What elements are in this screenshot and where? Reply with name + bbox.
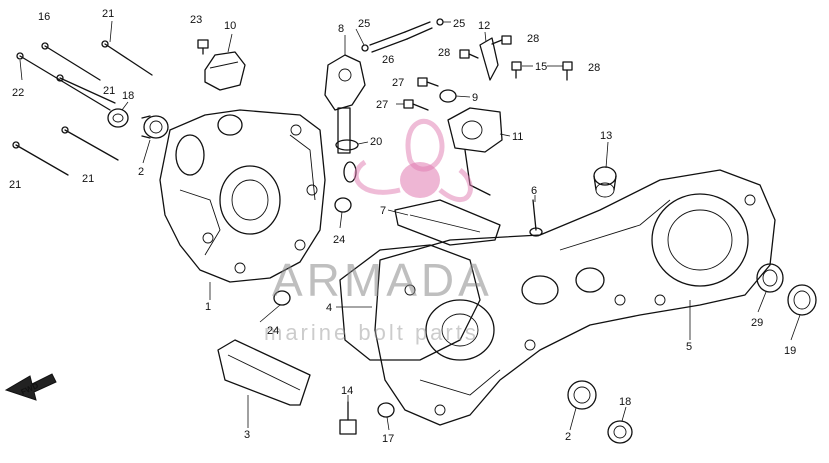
bolt-21-mid bbox=[56, 74, 116, 104]
bracket-12 bbox=[479, 37, 499, 81]
right-crankcase-half bbox=[374, 169, 776, 426]
callout-27-b: 27 bbox=[376, 99, 388, 111]
dowel-pin-24-upper bbox=[334, 197, 352, 213]
gasket-7 bbox=[394, 199, 501, 246]
callout-15: 15 bbox=[535, 61, 547, 73]
callout-26: 26 bbox=[382, 54, 394, 66]
bearing-18-upper bbox=[107, 108, 129, 128]
callout-29: 29 bbox=[751, 317, 763, 329]
washer-17 bbox=[377, 402, 395, 418]
watermark-subtitle: marine bolt parts bbox=[264, 320, 479, 345]
watermark-logo bbox=[353, 118, 473, 203]
pin-6 bbox=[529, 199, 543, 237]
fwd-arrow: FWD bbox=[4, 373, 57, 401]
callout-21-right: 21 bbox=[82, 173, 94, 185]
bushing-2-upper bbox=[141, 115, 169, 139]
callout-21-top: 21 bbox=[102, 8, 114, 20]
left-crankcase-half bbox=[159, 109, 326, 283]
bolt-27-b bbox=[403, 99, 429, 111]
callout-18-lower: 18 bbox=[619, 396, 631, 408]
bolt-21-left bbox=[12, 141, 69, 176]
callout-2-upper: 2 bbox=[138, 166, 144, 178]
callout-22: 22 bbox=[12, 87, 24, 99]
callout-24-upper: 24 bbox=[333, 234, 345, 246]
clip-25-b bbox=[436, 18, 444, 26]
oil-pump-8 bbox=[324, 54, 366, 183]
callout-20: 20 bbox=[370, 136, 382, 148]
bolt-22 bbox=[16, 52, 111, 111]
bolt-21-lower bbox=[61, 126, 119, 161]
o-ring-20 bbox=[335, 139, 359, 151]
gasket-4 bbox=[339, 244, 481, 361]
callout-10: 10 bbox=[224, 20, 236, 32]
callout-4: 4 bbox=[326, 302, 332, 314]
callout-8: 8 bbox=[338, 23, 344, 35]
hose-26 bbox=[369, 21, 433, 53]
callout-5: 5 bbox=[686, 341, 692, 353]
callout-9: 9 bbox=[472, 92, 478, 104]
drain-bolt-14 bbox=[339, 401, 357, 435]
callout-14: 14 bbox=[341, 385, 353, 397]
skid-plate-3 bbox=[217, 339, 311, 406]
bolt-21-top bbox=[101, 40, 153, 76]
callout-13: 13 bbox=[600, 130, 612, 142]
callout-28-c: 28 bbox=[588, 62, 600, 74]
cap-10 bbox=[204, 51, 246, 91]
callout-21-left: 21 bbox=[9, 179, 21, 191]
washer-9 bbox=[439, 89, 457, 103]
callout-7: 7 bbox=[380, 205, 386, 217]
callout-numbers: 1 2 2 3 4 5 6 7 8 9 10 11 12 13 14 15 16… bbox=[9, 8, 796, 445]
callout-1: 1 bbox=[205, 301, 211, 313]
bushing-29 bbox=[756, 263, 784, 293]
bolt-28-c bbox=[562, 61, 573, 81]
callout-18-upper: 18 bbox=[122, 90, 134, 102]
callout-27-a: 27 bbox=[392, 77, 404, 89]
dowel-pin-24-lower bbox=[273, 290, 291, 306]
bushing-2-lower bbox=[567, 380, 597, 410]
bolt-15 bbox=[511, 61, 522, 79]
bushing-13 bbox=[593, 166, 617, 198]
callout-2-lower: 2 bbox=[565, 431, 571, 443]
callout-24-lower: 24 bbox=[267, 325, 279, 337]
callout-12: 12 bbox=[478, 20, 490, 32]
callout-28-a: 28 bbox=[527, 33, 539, 45]
leader-lines bbox=[19, 20, 801, 431]
callout-25-b: 25 bbox=[453, 18, 465, 30]
bolt-28-b bbox=[459, 49, 479, 59]
callout-6: 6 bbox=[531, 185, 537, 197]
cover-11 bbox=[447, 107, 503, 196]
callout-28-b: 28 bbox=[438, 47, 450, 59]
callout-16: 16 bbox=[38, 11, 50, 23]
callout-17: 17 bbox=[382, 433, 394, 445]
callout-25-a: 25 bbox=[358, 18, 370, 30]
callout-23: 23 bbox=[190, 14, 202, 26]
bolt-16 bbox=[41, 42, 101, 81]
callout-21-mid: 21 bbox=[103, 85, 115, 97]
clip-25-a bbox=[361, 44, 369, 52]
callout-3: 3 bbox=[244, 429, 250, 441]
bearing-18-lower bbox=[607, 420, 633, 444]
bolt-23 bbox=[197, 39, 209, 55]
callout-11: 11 bbox=[512, 131, 523, 143]
watermark-title: ARMADA bbox=[272, 254, 493, 306]
bearing-19 bbox=[787, 284, 817, 316]
callout-19: 19 bbox=[784, 345, 796, 357]
bolt-27-a bbox=[417, 77, 439, 87]
watermark: ARMADA marine bolt parts bbox=[264, 118, 493, 345]
bolt-28-a bbox=[491, 35, 512, 45]
